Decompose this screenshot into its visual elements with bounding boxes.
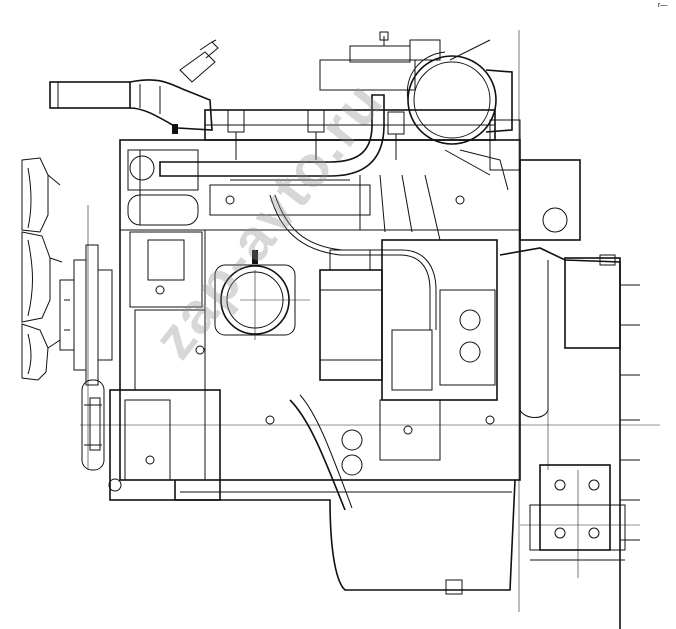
- fuel-injectors: [172, 109, 405, 160]
- cooling-fan: [21, 157, 63, 381]
- centerlines: [80, 30, 660, 612]
- valve-cover: [204, 31, 496, 141]
- water-outlet: [214, 250, 296, 336]
- fuel-lines: [269, 149, 509, 330]
- injection-pump: [379, 239, 498, 461]
- bolts: [145, 195, 495, 465]
- breather-pipe: [129, 94, 385, 181]
- oil-pan: [174, 479, 516, 595]
- oil-filter: [319, 249, 383, 381]
- alternator: [108, 309, 221, 501]
- engine-mount: [529, 464, 626, 561]
- intake-pipe: [49, 39, 219, 131]
- crank-pulley: [59, 244, 113, 471]
- corner-mark: r—: [658, 2, 668, 9]
- dipstick-tube: [289, 394, 363, 511]
- flywheel-housing: [499, 159, 640, 629]
